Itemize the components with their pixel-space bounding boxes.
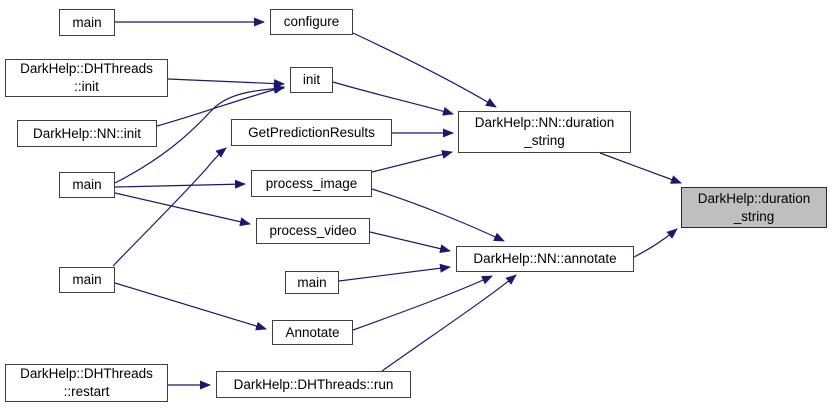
node-annotate-function[interactable]: Annotate bbox=[272, 320, 353, 345]
edge-main2-processimage bbox=[114, 179, 246, 189]
edge-dhthreadsinit-init bbox=[167, 78, 285, 89]
node-configure[interactable]: configure bbox=[270, 9, 353, 35]
node-process-video[interactable]: process_video bbox=[256, 218, 370, 244]
node-darkhelp-nn-annotate[interactable]: DarkHelp::NN::annotate bbox=[456, 246, 634, 272]
edge-processimage-annotate bbox=[371, 188, 505, 242]
edge-configure-durationstringnn bbox=[352, 32, 497, 108]
edge-init-durationstringnn bbox=[332, 81, 454, 116]
node-init[interactable]: init bbox=[290, 67, 333, 93]
node-darkhelp-dhthreads-run[interactable]: DarkHelp::DHThreads::run bbox=[216, 371, 411, 398]
node-darkhelp-dhthreads-restart[interactable]: DarkHelp::DHThreads ::restart bbox=[5, 364, 168, 402]
node-main-2[interactable]: main bbox=[59, 172, 115, 198]
node-getpredictionresults[interactable]: GetPredictionResults bbox=[231, 119, 392, 146]
edge-main4-getpredictionresults bbox=[112, 147, 227, 267]
node-main-4[interactable]: main bbox=[59, 267, 115, 293]
node-darkhelp-duration-string[interactable]: DarkHelp::duration _string bbox=[681, 187, 827, 228]
edge-annotatefn-annotate bbox=[352, 275, 493, 331]
node-main-1[interactable]: main bbox=[59, 9, 115, 36]
edge-processvideo-annotate bbox=[369, 231, 451, 254]
node-darkhelp-nn-init[interactable]: DarkHelp::NN::init bbox=[17, 120, 157, 147]
node-main-3[interactable]: main bbox=[285, 271, 339, 294]
edge-main2-processvideo bbox=[114, 192, 251, 227]
edge-run-annotate bbox=[381, 274, 517, 372]
edge-main4-annotatefn bbox=[114, 282, 267, 331]
edge-main3-annotate bbox=[338, 263, 451, 282]
edge-durationstringnn-durationstring bbox=[599, 152, 682, 184]
edge-nninit-init bbox=[156, 85, 285, 127]
edge-annotate-durationstring bbox=[633, 228, 678, 258]
node-process-image[interactable]: process_image bbox=[251, 170, 372, 197]
edge-main2-init bbox=[114, 84, 285, 184]
edge-processimage-durationstringnn bbox=[371, 150, 453, 173]
node-darkhelp-nn-duration-string[interactable]: DarkHelp::NN::duration _string bbox=[458, 111, 631, 153]
node-darkhelp-dhthreads-init[interactable]: DarkHelp::DHThreads ::init bbox=[5, 59, 168, 97]
